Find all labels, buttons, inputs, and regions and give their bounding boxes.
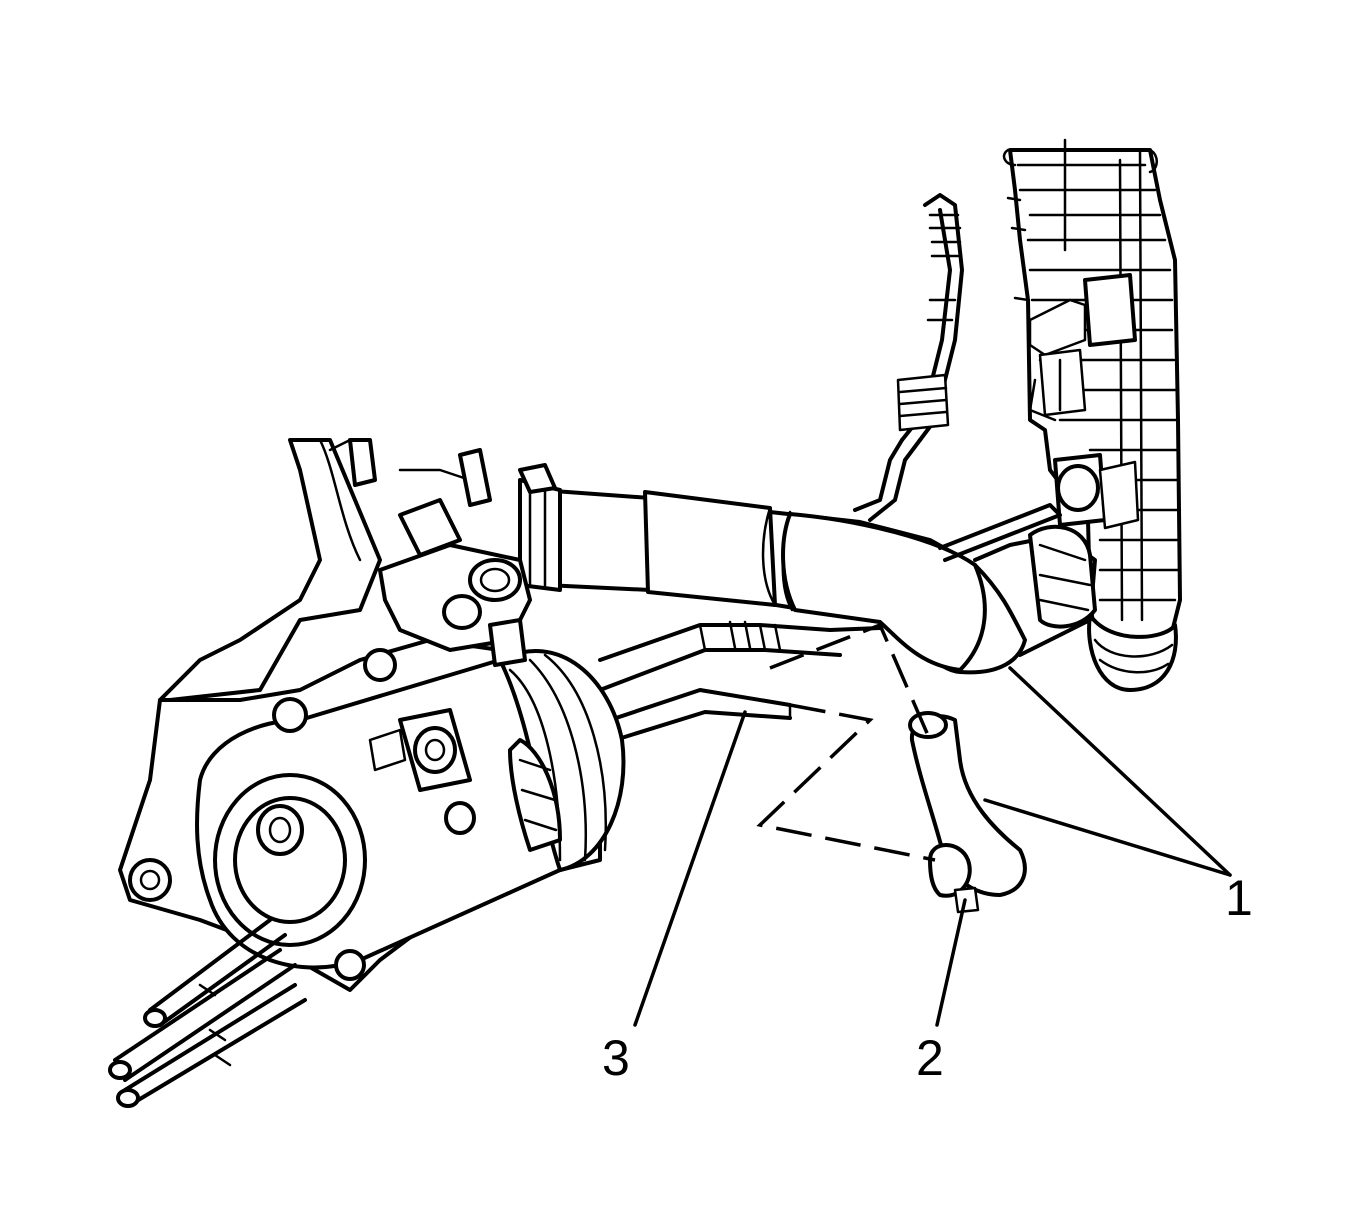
lower-hoses [108,918,307,1108]
refrigerant-lines [598,503,1062,742]
manifold-block [328,438,532,667]
compressor [118,438,626,992]
leader-lines [633,666,1232,1027]
hose-clip-part [908,711,1027,914]
callout-2: 2 [916,1030,944,1086]
suction-hose-assembly [518,463,1097,675]
condenser-tank [1002,138,1182,692]
upper-hose-line [853,193,964,522]
callout-1: 1 [1225,870,1253,926]
installation-path-lines [756,622,936,862]
callout-3: 3 [602,1030,630,1086]
